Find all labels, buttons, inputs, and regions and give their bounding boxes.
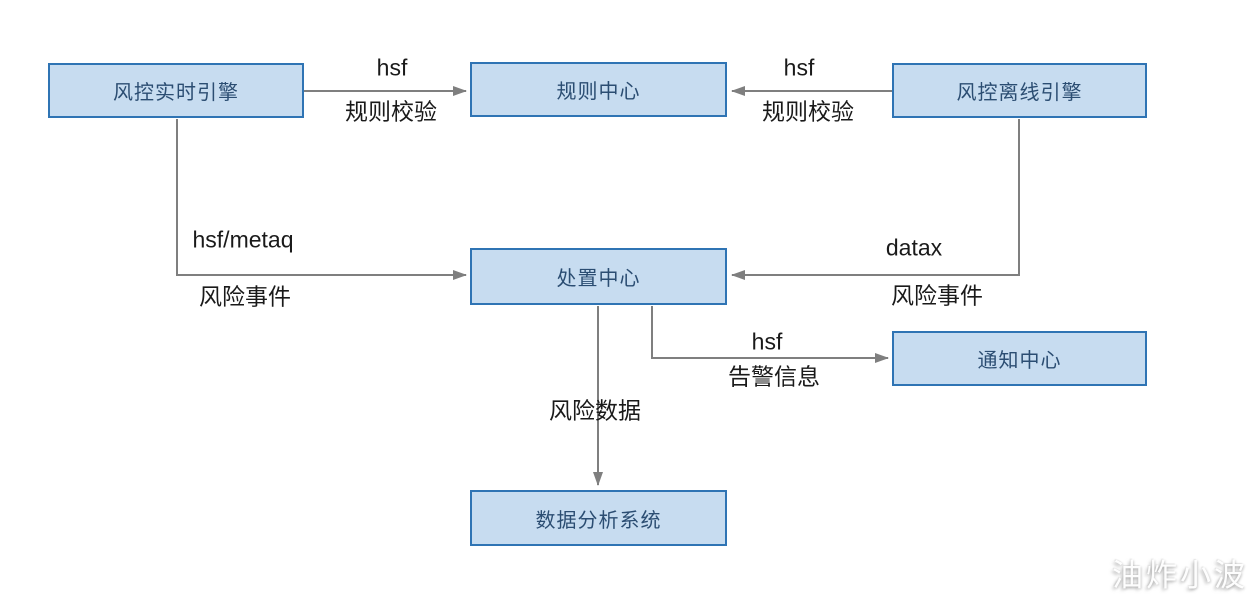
edge-realtime-to-disposal-line — [176, 119, 467, 280]
node-realtime-engine-label: 风控实时引擎 — [113, 82, 239, 104]
node-rule-center-label: 规则中心 — [556, 81, 641, 103]
watermark: 油炸小波 — [1112, 558, 1248, 593]
edge-offline-rule-label: 规则校验 — [762, 98, 854, 125]
edge-realtime-disposal-protocol: hsf/metaq — [192, 226, 294, 253]
node-data-analysis-system: 数据分析系统 — [470, 490, 727, 546]
node-notify-center-label: 通知中心 — [977, 350, 1062, 372]
node-rule-center: 规则中心 — [470, 62, 727, 117]
edge-realtime-disposal-label: 风险事件 — [199, 283, 291, 310]
node-offline-engine: 风控离线引擎 — [892, 63, 1147, 118]
edge-realtime-rule-protocol: hsf — [376, 54, 408, 81]
edge-realtime-rule-label: 规则校验 — [345, 98, 437, 125]
node-data-analysis-system-label: 数据分析系统 — [535, 509, 662, 532]
edge-offline-disposal-protocol: datax — [885, 234, 943, 261]
edge-disposal-analysis-label: 风险数据 — [549, 397, 641, 424]
node-offline-engine-label: 风控离线引擎 — [956, 82, 1083, 104]
edge-offline-rule-protocol: hsf — [783, 54, 815, 81]
node-notify-center: 通知中心 — [892, 331, 1147, 386]
node-realtime-engine: 风控实时引擎 — [48, 63, 304, 118]
node-disposal-center-label: 处置中心 — [556, 268, 641, 290]
node-disposal-center: 处置中心 — [470, 248, 727, 305]
edge-offline-disposal-label: 风险事件 — [891, 282, 983, 309]
edge-disposal-notify-label: 告警信息 — [728, 363, 820, 390]
edge-disposal-to-notify-line — [651, 306, 889, 363]
edge-offline-to-disposal-line — [731, 119, 1020, 280]
edge-disposal-notify-protocol: hsf — [751, 328, 783, 355]
